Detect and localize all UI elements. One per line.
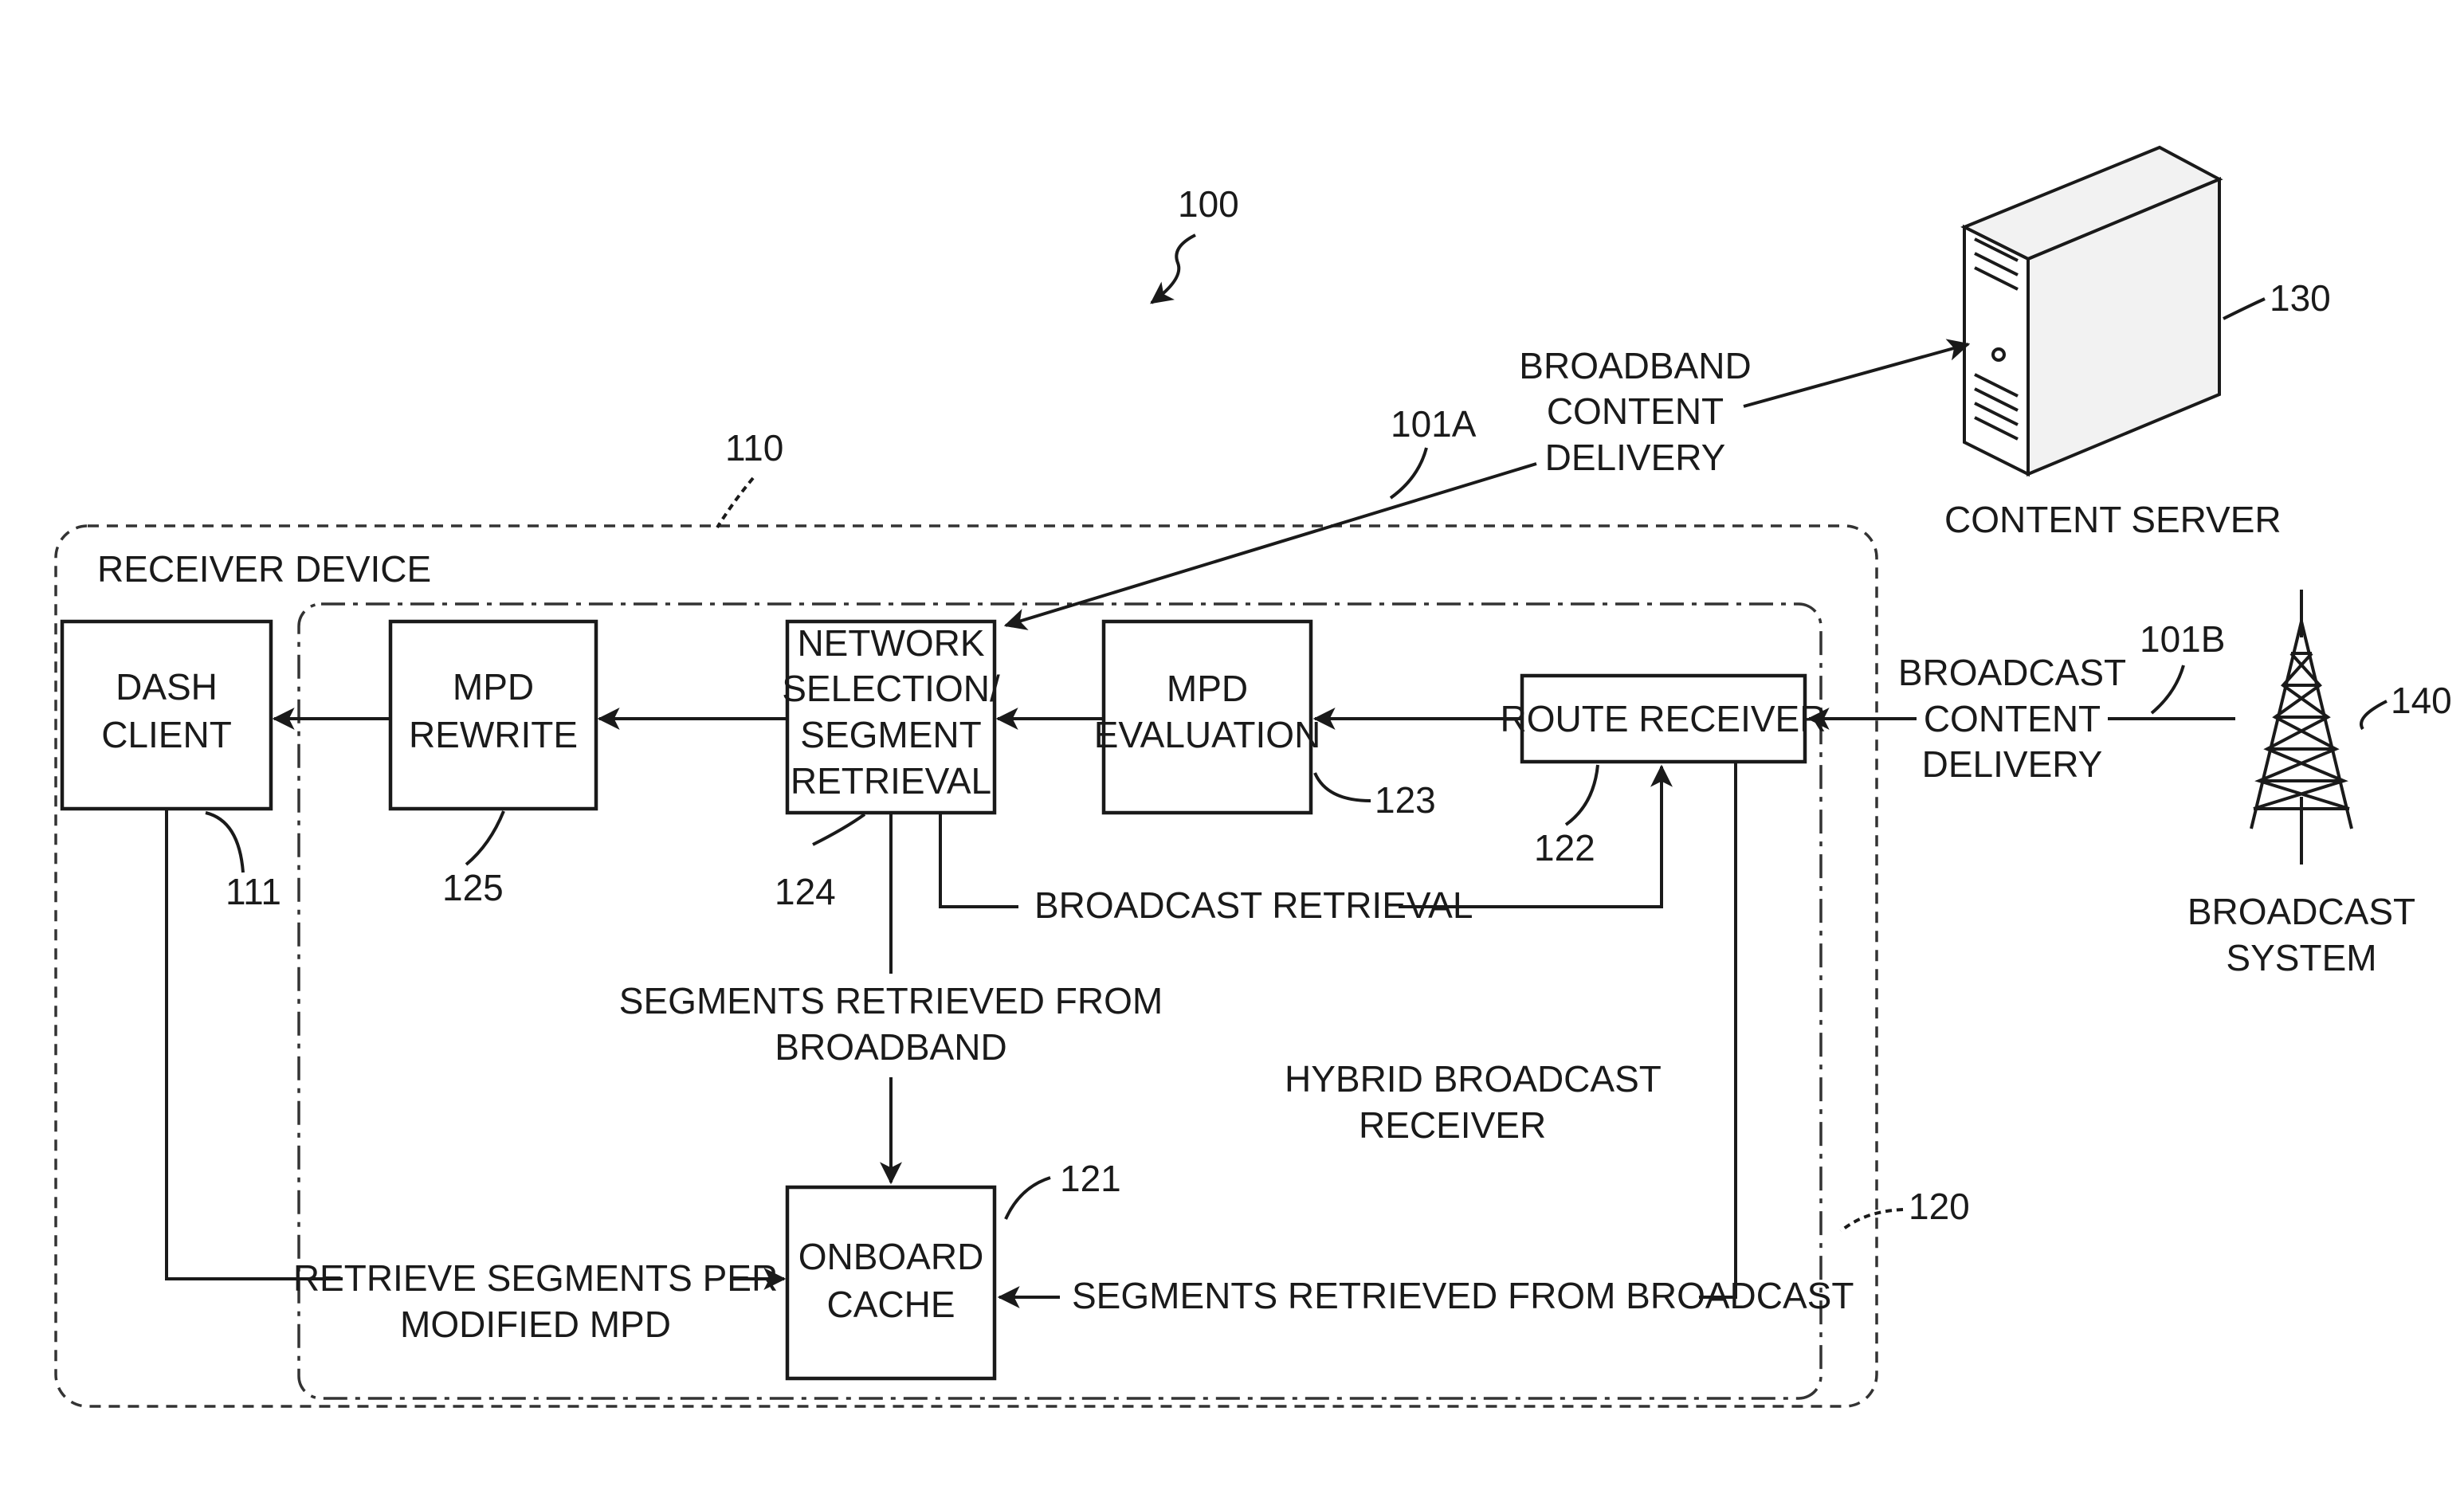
figure-reference: 100 <box>1152 183 1239 303</box>
broadcast-content-delivery: BROADCAST CONTENT DELIVERY 101B <box>1809 618 2235 785</box>
mpd-rewrite-line1: MPD <box>453 666 534 708</box>
content-server-ref: 130 <box>2270 277 2331 319</box>
network-selection-line4: RETRIEVAL <box>791 760 991 802</box>
onboard-cache-box: ONBOARD CACHE 121 <box>787 1158 1121 1378</box>
broadcast-delivery-line2: CONTENT <box>1924 698 2101 739</box>
mpd-evaluation-ref: 123 <box>1375 779 1436 821</box>
receiver-device-ref: 110 <box>725 427 783 469</box>
broadcast-delivery-ref: 101B <box>2140 618 2225 660</box>
segments-broadband-line1: SEGMENTS RETRIEVED FROM <box>619 980 1163 1021</box>
broadcast-delivery-line1: BROADCAST <box>1898 652 2126 693</box>
broadcast-system-line1: BROADCAST <box>2187 891 2415 932</box>
segments-broadband-line2: BROADBAND <box>775 1026 1006 1068</box>
broadcast-system: BROADCAST SYSTEM 140 <box>2187 590 2452 978</box>
mpd-evaluation-line2: EVALUATION <box>1094 714 1321 755</box>
broadband-delivery-line1: BROADBAND <box>1519 345 1751 386</box>
hybrid-receiver-label-line2: RECEIVER <box>1359 1104 1546 1146</box>
dash-client-ref: 111 <box>226 871 281 912</box>
mpd-rewrite-box: MPD REWRITE 125 <box>390 621 596 908</box>
network-selection-box: NETWORK SELECTION/ SEGMENT RETRIEVAL 124 <box>775 621 1000 912</box>
onboard-cache-line2: CACHE <box>826 1284 955 1325</box>
segments-broadcast-label: SEGMENTS RETRIEVED FROM BROADCAST <box>1072 1275 1854 1316</box>
broadband-delivery-line3: DELIVERY <box>1545 437 1726 478</box>
mpd-rewrite-line2: REWRITE <box>409 714 578 755</box>
broadband-delivery-line2: CONTENT <box>1547 390 1724 432</box>
hybrid-receiver-ref: 120 <box>1909 1186 1970 1227</box>
network-selection-line2: SELECTION/ <box>782 668 1000 709</box>
broadcast-tower-icon <box>2251 590 2352 865</box>
hybrid-receiver-label-line1: HYBRID BROADCAST <box>1285 1058 1662 1100</box>
segments-broadband-path: SEGMENTS RETRIEVED FROM BROADBAND <box>619 813 1163 1182</box>
receiver-device-label: RECEIVER DEVICE <box>97 548 431 590</box>
content-server: CONTENT SERVER 130 <box>1944 147 2331 540</box>
mpd-evaluation-box: MPD EVALUATION 123 <box>1094 621 1436 821</box>
broadcast-system-line2: SYSTEM <box>2226 937 2376 978</box>
network-selection-line1: NETWORK <box>797 622 984 664</box>
broadband-content-delivery: BROADBAND CONTENT DELIVERY 101A <box>1006 344 1968 625</box>
network-selection-ref: 124 <box>775 871 836 912</box>
route-receiver-label: ROUTE RECEIVER <box>1501 698 1826 739</box>
dash-client-line2: CLIENT <box>101 714 232 755</box>
broadcast-system-ref: 140 <box>2391 680 2452 721</box>
dash-client-line1: DASH <box>116 666 218 708</box>
onboard-cache-ref: 121 <box>1060 1158 1121 1199</box>
dash-client-box: DASH CLIENT 111 <box>62 621 281 912</box>
route-receiver-ref: 122 <box>1534 827 1595 869</box>
network-selection-line3: SEGMENT <box>800 714 981 755</box>
onboard-cache-line1: ONBOARD <box>798 1236 984 1277</box>
figure-ref-number: 100 <box>1178 183 1239 225</box>
segments-broadcast-path: SEGMENTS RETRIEVED FROM BROADCAST <box>999 762 1854 1316</box>
content-server-label: CONTENT SERVER <box>1944 499 2282 540</box>
mpd-evaluation-line1: MPD <box>1167 668 1248 709</box>
server-icon <box>1964 147 2219 474</box>
mpd-rewrite-ref: 125 <box>442 867 504 908</box>
broadcast-delivery-line3: DELIVERY <box>1922 743 2103 785</box>
retrieve-segments-line1: RETRIEVE SEGMENTS PER <box>293 1257 778 1299</box>
broadband-delivery-ref: 101A <box>1391 403 1477 445</box>
retrieve-segments-line2: MODIFIED MPD <box>400 1304 671 1345</box>
